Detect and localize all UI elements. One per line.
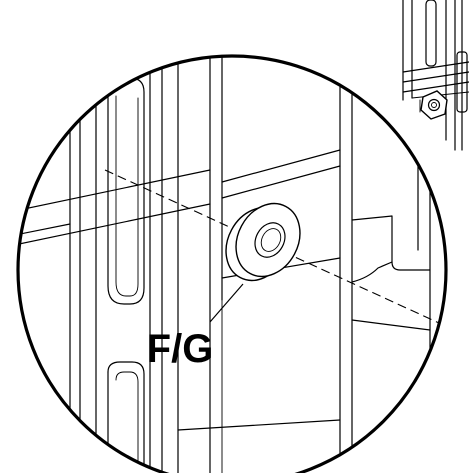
spacer-washer-icon <box>225 202 301 282</box>
callout-leader-line <box>209 283 244 323</box>
magnifier-circle <box>16 54 448 473</box>
magnified-view <box>18 56 446 473</box>
part-callout-label: F/G <box>147 327 214 371</box>
hex-bolt-icon <box>420 90 448 120</box>
bracket-bolt-context <box>402 0 469 151</box>
